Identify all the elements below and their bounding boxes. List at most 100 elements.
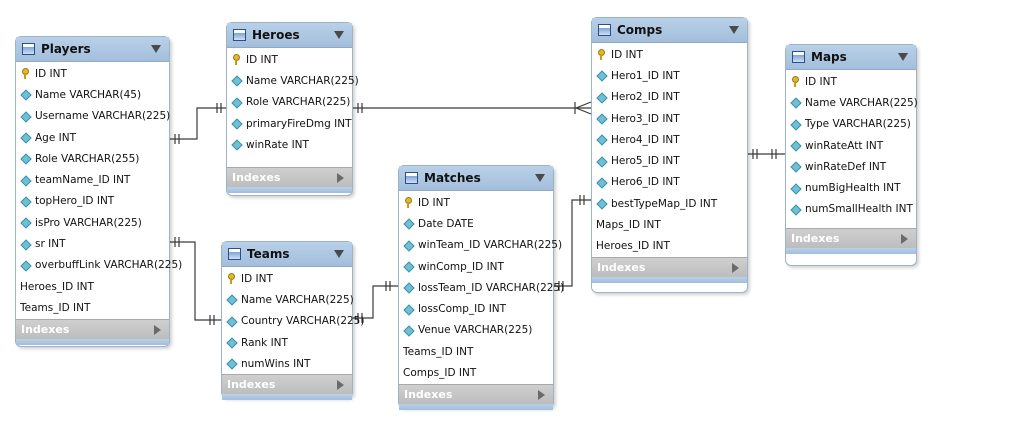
column-row[interactable]: Name VARCHAR(225) (222, 289, 354, 310)
column-row[interactable]: ID INT (16, 63, 169, 84)
column-row[interactable]: sr INT (16, 233, 169, 254)
column-row[interactable]: Rank INT (222, 332, 352, 353)
column-row[interactable]: Username VARCHAR(225) (16, 106, 170, 127)
table-title: Maps (811, 50, 847, 64)
collapse-arrow-icon[interactable] (334, 31, 344, 39)
expand-arrow-icon[interactable] (901, 234, 908, 245)
column-name: bestTypeMap_ID INT (611, 197, 718, 210)
diamond-icon (403, 325, 414, 336)
column-row[interactable]: overbuffLink VARCHAR(225) (16, 255, 182, 276)
column-row[interactable]: Name VARCHAR(225) (227, 70, 359, 91)
column-name: Name VARCHAR(45) (35, 88, 142, 101)
column-row[interactable]: teamName_ID INT (16, 169, 169, 190)
collapse-arrow-icon[interactable] (151, 45, 161, 53)
column-name: ID INT (246, 53, 278, 66)
collapse-arrow-icon[interactable] (729, 26, 739, 34)
column-row[interactable]: ID INT (592, 44, 747, 65)
column-row[interactable]: primaryFireDmg INT (227, 113, 352, 134)
column-row[interactable]: ID INT (399, 192, 553, 213)
expand-arrow-icon[interactable] (154, 324, 161, 335)
column-row[interactable]: winRateAtt INT (786, 135, 916, 156)
indexes-section[interactable]: Indexes (222, 374, 352, 395)
column-row[interactable]: Maps_ID INT (592, 214, 747, 235)
column-row[interactable]: winRateDef INT (786, 156, 916, 177)
table-heroes[interactable]: Heroes ID INT Name VARCHAR(225)Role VARCH… (226, 22, 359, 196)
collapse-arrow-icon[interactable] (898, 53, 908, 61)
column-row[interactable]: numWins INT (222, 353, 352, 374)
column-row[interactable]: Date DATE (399, 213, 553, 234)
column-row[interactable]: Hero3_ID INT (592, 108, 747, 129)
column-name: Hero6_ID INT (611, 176, 680, 189)
key-icon (596, 49, 607, 61)
column-name: Age INT (35, 131, 77, 144)
column-row[interactable]: Role VARCHAR(225) (227, 92, 352, 113)
column-row[interactable]: Hero4_ID INT (592, 129, 747, 150)
column-row[interactable]: winRate INT (227, 134, 352, 155)
column-name: numSmallHealth INT (805, 203, 913, 216)
column-row[interactable]: ID INT (786, 71, 916, 92)
column-row[interactable]: bestTypeMap_ID INT (592, 193, 747, 214)
expand-arrow-icon[interactable] (538, 389, 545, 400)
column-row[interactable]: lossComp_ID INT (399, 298, 553, 319)
column-name: Hero1_ID INT (611, 69, 680, 82)
table-header[interactable]: Heroes (227, 23, 352, 48)
collapse-arrow-icon[interactable] (334, 250, 344, 258)
column-row[interactable]: Hero5_ID INT (592, 150, 747, 171)
column-row[interactable]: Name VARCHAR(45) (16, 84, 169, 105)
column-row[interactable]: numSmallHealth INT (786, 199, 916, 220)
column-name: ID INT (35, 67, 67, 80)
collapse-arrow-icon[interactable] (535, 174, 545, 182)
expand-arrow-icon[interactable] (337, 380, 344, 391)
indexes-section[interactable]: Indexes (592, 256, 747, 277)
diamond-icon (403, 218, 414, 229)
column-row[interactable]: ID INT (222, 268, 352, 289)
table-footer (16, 338, 169, 345)
table-maps[interactable]: Maps ID INT Name VARCHAR(225) Type VARCHAR… (785, 44, 918, 266)
column-row[interactable]: Country VARCHAR(225) (222, 311, 364, 332)
column-row[interactable]: Type VARCHAR(225) (786, 114, 916, 135)
column-row[interactable]: lossTeam_ID VARCHAR(225) (399, 277, 564, 298)
table-title: Players (41, 42, 91, 56)
column-row[interactable]: Venue VARCHAR(225) (399, 320, 553, 341)
column-row[interactable]: winTeam_ID VARCHAR(225) (399, 235, 562, 256)
table-header[interactable]: Maps (786, 45, 916, 70)
column-row[interactable]: Heroes_ID INT (592, 236, 747, 257)
column-row[interactable]: Heroes_ID INT (16, 276, 169, 297)
column-row[interactable]: winComp_ID INT (399, 256, 553, 277)
table-header[interactable]: Matches (399, 166, 553, 191)
column-row[interactable]: Name VARCHAR(225) (786, 92, 918, 113)
expand-arrow-icon[interactable] (732, 262, 739, 273)
column-row[interactable]: Age INT (16, 127, 169, 148)
column-name: Hero4_ID INT (611, 133, 680, 146)
relationship-players-heroes (170, 103, 226, 144)
column-row[interactable]: Role VARCHAR(255) (16, 148, 169, 169)
column-name: primaryFireDmg INT (246, 117, 352, 130)
column-row[interactable]: Teams_ID INT (16, 297, 169, 318)
column-row[interactable]: ID INT (227, 49, 352, 70)
table-header[interactable]: Players (16, 37, 169, 62)
indexes-label: Indexes (597, 260, 646, 274)
expand-arrow-icon[interactable] (337, 173, 344, 184)
table-players[interactable]: Players ID INT Name VARCHAR(45) Username V… (15, 36, 182, 347)
column-row[interactable]: Comps_ID INT (399, 362, 553, 383)
table-header[interactable]: Comps (592, 18, 747, 43)
indexes-section[interactable]: Indexes (786, 228, 916, 249)
column-row[interactable]: topHero_ID INT (16, 191, 169, 212)
diamond-icon (20, 175, 31, 186)
column-row[interactable]: numBigHealth INT (786, 177, 916, 198)
column-row[interactable]: Hero6_ID INT (592, 172, 747, 193)
column-row[interactable]: Hero1_ID INT (592, 65, 747, 86)
indexes-section[interactable]: Indexes (227, 167, 352, 188)
column-name: ID INT (611, 48, 643, 61)
column-name: Name VARCHAR(225) (805, 96, 918, 109)
table-header[interactable]: Teams (222, 242, 352, 267)
column-row[interactable]: Teams_ID INT (399, 341, 553, 362)
indexes-section[interactable]: Indexes (399, 383, 553, 404)
indexes-section[interactable]: Indexes (16, 318, 169, 339)
column-row[interactable]: isPro VARCHAR(225) (16, 212, 169, 233)
key-icon (231, 54, 242, 66)
column-row[interactable]: Hero2_ID INT (592, 87, 747, 108)
